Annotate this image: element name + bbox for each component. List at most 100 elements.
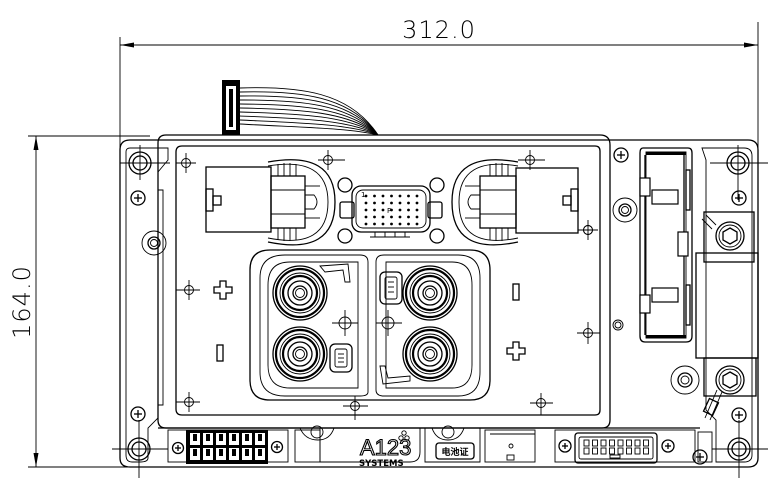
bottom-right-connector bbox=[558, 432, 708, 465]
connector-pin bbox=[617, 439, 624, 447]
pin bbox=[398, 215, 402, 219]
latch-icon bbox=[205, 188, 222, 212]
pin bbox=[390, 194, 393, 198]
busbar-terminal-top bbox=[701, 211, 755, 263]
datum-marks bbox=[176, 150, 600, 420]
busbar bbox=[695, 252, 759, 359]
pin bbox=[364, 194, 368, 198]
pin bbox=[390, 208, 393, 212]
sensor-plug-left bbox=[329, 343, 353, 373]
connector-pin bbox=[600, 447, 607, 455]
fuse-holder bbox=[639, 147, 693, 343]
wire bbox=[239, 119, 379, 136]
polarity-minus-right bbox=[512, 283, 520, 301]
pin bbox=[381, 194, 385, 198]
latch-icon bbox=[562, 188, 579, 212]
connector-pin bbox=[592, 447, 598, 455]
height-dimension-label: 164.0 bbox=[8, 265, 36, 339]
connector-pin bbox=[626, 447, 632, 455]
pin bbox=[364, 208, 368, 212]
right-hv-connector bbox=[451, 159, 593, 246]
connector-pin bbox=[583, 439, 590, 447]
screw-icon bbox=[130, 190, 146, 206]
pin bbox=[407, 201, 410, 205]
pin bbox=[364, 222, 368, 226]
signal-harness bbox=[222, 80, 379, 136]
label-plate-text: 电池证 bbox=[441, 446, 468, 458]
connector-pin bbox=[617, 447, 624, 455]
label-plate bbox=[435, 442, 475, 460]
wire bbox=[239, 91, 379, 136]
pin bbox=[415, 222, 419, 226]
bottom-left-terminal-block bbox=[171, 430, 284, 464]
boss-icon bbox=[141, 230, 167, 256]
pin bbox=[381, 208, 385, 212]
screw-icon bbox=[731, 190, 747, 206]
connector-pin bbox=[643, 447, 649, 455]
mounting-hole-top-left bbox=[120, 145, 170, 180]
pin bbox=[373, 201, 376, 205]
pin bbox=[373, 222, 376, 226]
boss-icon bbox=[612, 197, 638, 223]
busbar-terminal-bottom bbox=[702, 357, 757, 421]
width-dimension-label: 312.0 bbox=[402, 16, 476, 44]
screw-icon bbox=[613, 147, 629, 163]
connector-pin bbox=[643, 439, 649, 447]
connector-pin bbox=[592, 439, 598, 447]
mounting-hole-top-right bbox=[710, 145, 768, 200]
wire bbox=[239, 115, 379, 136]
pin bbox=[407, 194, 410, 198]
pin bbox=[373, 194, 376, 198]
brand-logo-sub: SYSTEMS bbox=[359, 459, 404, 469]
connector-pin bbox=[600, 439, 607, 447]
pin bbox=[398, 201, 402, 205]
wire bbox=[239, 123, 379, 136]
pin bbox=[373, 208, 376, 212]
wire bbox=[239, 95, 379, 136]
pin bbox=[390, 201, 393, 205]
pin bbox=[398, 208, 402, 212]
wire bbox=[239, 99, 379, 136]
connector-pin bbox=[583, 447, 590, 455]
polarity-plus-left bbox=[213, 280, 233, 300]
wire bbox=[239, 107, 379, 136]
polarity-minus-left bbox=[216, 344, 224, 362]
pin bbox=[407, 222, 410, 226]
boss-icon bbox=[670, 365, 700, 395]
left-hv-connector bbox=[205, 159, 336, 246]
wire bbox=[239, 111, 379, 136]
pin bbox=[381, 215, 385, 219]
pin bbox=[373, 215, 376, 219]
brand-logo-main: A123 bbox=[360, 435, 411, 460]
center-multi-pin-connector: 1 P bbox=[337, 177, 445, 244]
power-terminal bbox=[272, 326, 328, 382]
polarity-plus-right bbox=[506, 341, 526, 361]
pin bbox=[381, 222, 385, 226]
screw-icon bbox=[731, 407, 747, 423]
wire bbox=[239, 103, 379, 136]
dimension-width: 312.0 bbox=[119, 16, 759, 150]
pin bbox=[364, 201, 368, 205]
mounting-hole-bottom-right bbox=[712, 420, 768, 478]
module-housing bbox=[119, 139, 759, 468]
pin bbox=[364, 215, 368, 219]
bottom-center-region: A123 SYSTEMS 电池证 bbox=[299, 425, 535, 469]
boss-icon bbox=[612, 319, 624, 331]
sensor-plug-right bbox=[379, 271, 403, 305]
power-terminal bbox=[272, 265, 328, 321]
screw-icon bbox=[130, 406, 146, 422]
mounting-hole-bottom-left bbox=[112, 420, 168, 478]
connector-pin bbox=[634, 447, 641, 455]
pin bbox=[407, 215, 410, 219]
connector-pin bbox=[609, 439, 615, 447]
pin bbox=[390, 222, 393, 226]
power-terminal bbox=[402, 326, 458, 382]
power-terminal-housing bbox=[249, 249, 491, 401]
logo-mark-icon bbox=[398, 430, 410, 441]
pin bbox=[415, 194, 419, 198]
pin-p-label: P bbox=[387, 207, 391, 215]
pin bbox=[415, 201, 419, 205]
pin-1-label: 1 bbox=[361, 191, 365, 199]
pin bbox=[407, 208, 410, 212]
